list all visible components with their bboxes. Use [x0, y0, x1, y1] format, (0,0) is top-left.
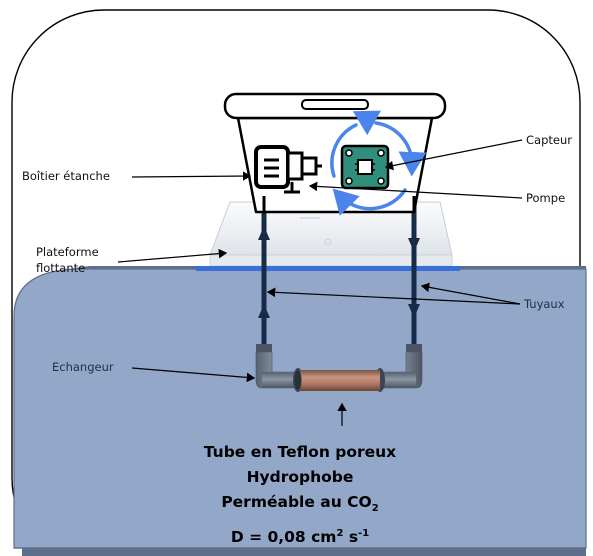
label-tuyaux: Tuyaux — [524, 297, 565, 311]
rotation-arrows-icon — [330, 110, 427, 216]
desc-line3-sub: 2 — [371, 503, 379, 515]
desc-line4: D = 0,08 cm2 s-1 — [150, 521, 450, 550]
tube-description: Tube en Teflon poreux Hydrophobe Perméab… — [150, 440, 450, 550]
platform-strip — [196, 266, 460, 271]
label-plateforme-line2: flottante — [36, 261, 86, 275]
desc-line3: Perméable au CO2 — [150, 490, 450, 521]
desc-line3-text: Perméable au CO — [221, 493, 372, 511]
label-plateforme-line1: Plateforme — [36, 245, 99, 259]
pipes — [258, 192, 420, 350]
sensor-icon — [340, 144, 390, 190]
water-body — [13, 266, 587, 556]
pump-icon — [254, 145, 322, 194]
floating-platform — [196, 201, 460, 271]
label-pompe: Pompe — [526, 191, 566, 205]
desc-line4-mid: s — [343, 528, 359, 547]
label-capteur: Capteur — [526, 133, 572, 147]
desc-line4-sup2: -1 — [358, 528, 370, 540]
desc-line2: Hydrophobe — [246, 468, 354, 486]
exchanger — [255, 344, 423, 392]
desc-line4-sup1: 2 — [336, 528, 344, 540]
teflon-tube — [298, 370, 380, 391]
desc-line4-text: D = 0,08 cm — [230, 528, 337, 547]
label-echangeur: Echangeur — [52, 360, 114, 374]
leader-lines — [117, 139, 523, 426]
desc-line1: Tube en Teflon poreux — [203, 443, 397, 461]
label-boitier: Boîtier étanche — [22, 169, 110, 183]
